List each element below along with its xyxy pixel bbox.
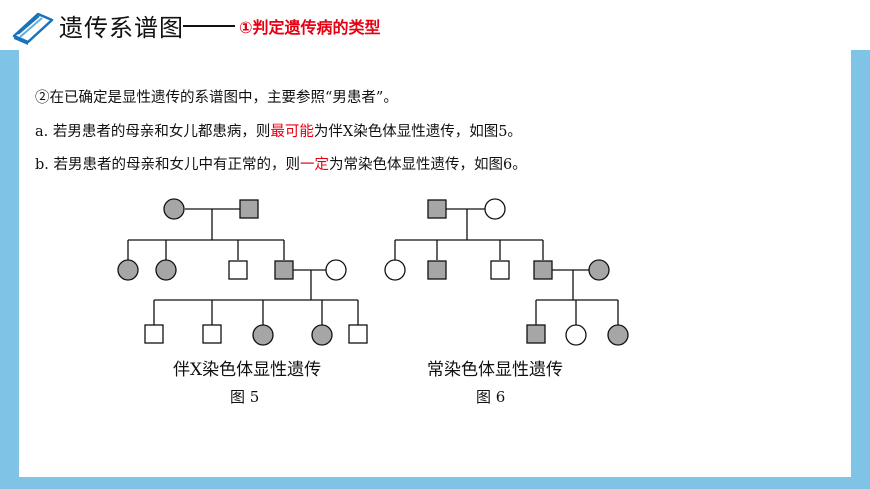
fig5-spouse-normal <box>325 259 347 281</box>
header-bar: 遗传系谱图 ①判定遗传病的类型 <box>0 0 870 50</box>
fig6-spouse-affected <box>588 259 610 281</box>
figure5-caption: 伴X染色体显性遗传 <box>173 360 322 380</box>
fig6-grandson-affected <box>526 324 546 344</box>
fig6-grandfather-affected <box>427 199 447 219</box>
text-line-2-highlight: 最可能 <box>270 124 314 140</box>
fig6-grandmother-normal <box>484 198 506 220</box>
pedigree-diagrams <box>117 198 629 346</box>
fig5-daughter-affected <box>155 259 177 281</box>
fig5-granddaughter-affected <box>311 324 333 346</box>
page-title: 遗传系谱图 <box>59 14 184 42</box>
fig6-son-normal <box>490 260 510 280</box>
fig5-son-affected <box>274 260 294 280</box>
text-line-3-post: 为常染色体显性遗传，如图6。 <box>329 157 527 173</box>
text-line-2-post: 为伴X染色体显性遗传，如图5。 <box>313 124 522 140</box>
title-divider <box>183 25 235 27</box>
figure6-caption: 常染色体显性遗传 <box>427 360 563 380</box>
text-line-3-pre: b. 若男患者的母亲和女儿中有正常的，则 <box>35 157 300 173</box>
fig5-granddaughter-affected <box>252 324 274 346</box>
text-line-3-highlight: 一定 <box>300 157 329 173</box>
fig5-daughter-affected <box>117 259 139 281</box>
text-line-1: ②在已确定是显性遗传的系谱图中，主要参照“男患者”。 <box>35 90 398 106</box>
book-icon <box>12 12 54 45</box>
fig6-granddaughter-normal <box>565 324 587 346</box>
fig5-grandmother-affected <box>163 198 185 220</box>
figure6-label: 图 6 <box>476 388 506 406</box>
text-line-3: b. 若男患者的母亲和女儿中有正常的，则一定为常染色体显性遗传，如图6。 <box>35 153 527 174</box>
fig6-son-affected <box>533 260 553 280</box>
page-subtitle: ①判定遗传病的类型 <box>239 18 381 37</box>
fig5-son-normal <box>228 260 248 280</box>
content-panel: ②在已确定是显性遗传的系谱图中，主要参照“男患者”。 a. 若男患者的母亲和女儿… <box>19 50 851 477</box>
text-line-2: a. 若男患者的母亲和女儿都患病，则最可能为伴X染色体显性遗传，如图5。 <box>35 120 522 141</box>
fig6-granddaughter-affected <box>607 324 629 346</box>
text-line-2-pre: a. 若男患者的母亲和女儿都患病，则 <box>35 124 271 140</box>
fig5-grandson-normal <box>144 324 164 344</box>
fig5-grandson-normal <box>202 324 222 344</box>
fig5-grandfather-affected <box>239 199 259 219</box>
fig5-grandson-normal <box>348 324 368 344</box>
fig6-daughter-normal <box>384 259 406 281</box>
pedigree-lines <box>127 208 619 325</box>
fig6-son-affected <box>427 260 447 280</box>
figure5-label: 图 5 <box>230 388 260 406</box>
